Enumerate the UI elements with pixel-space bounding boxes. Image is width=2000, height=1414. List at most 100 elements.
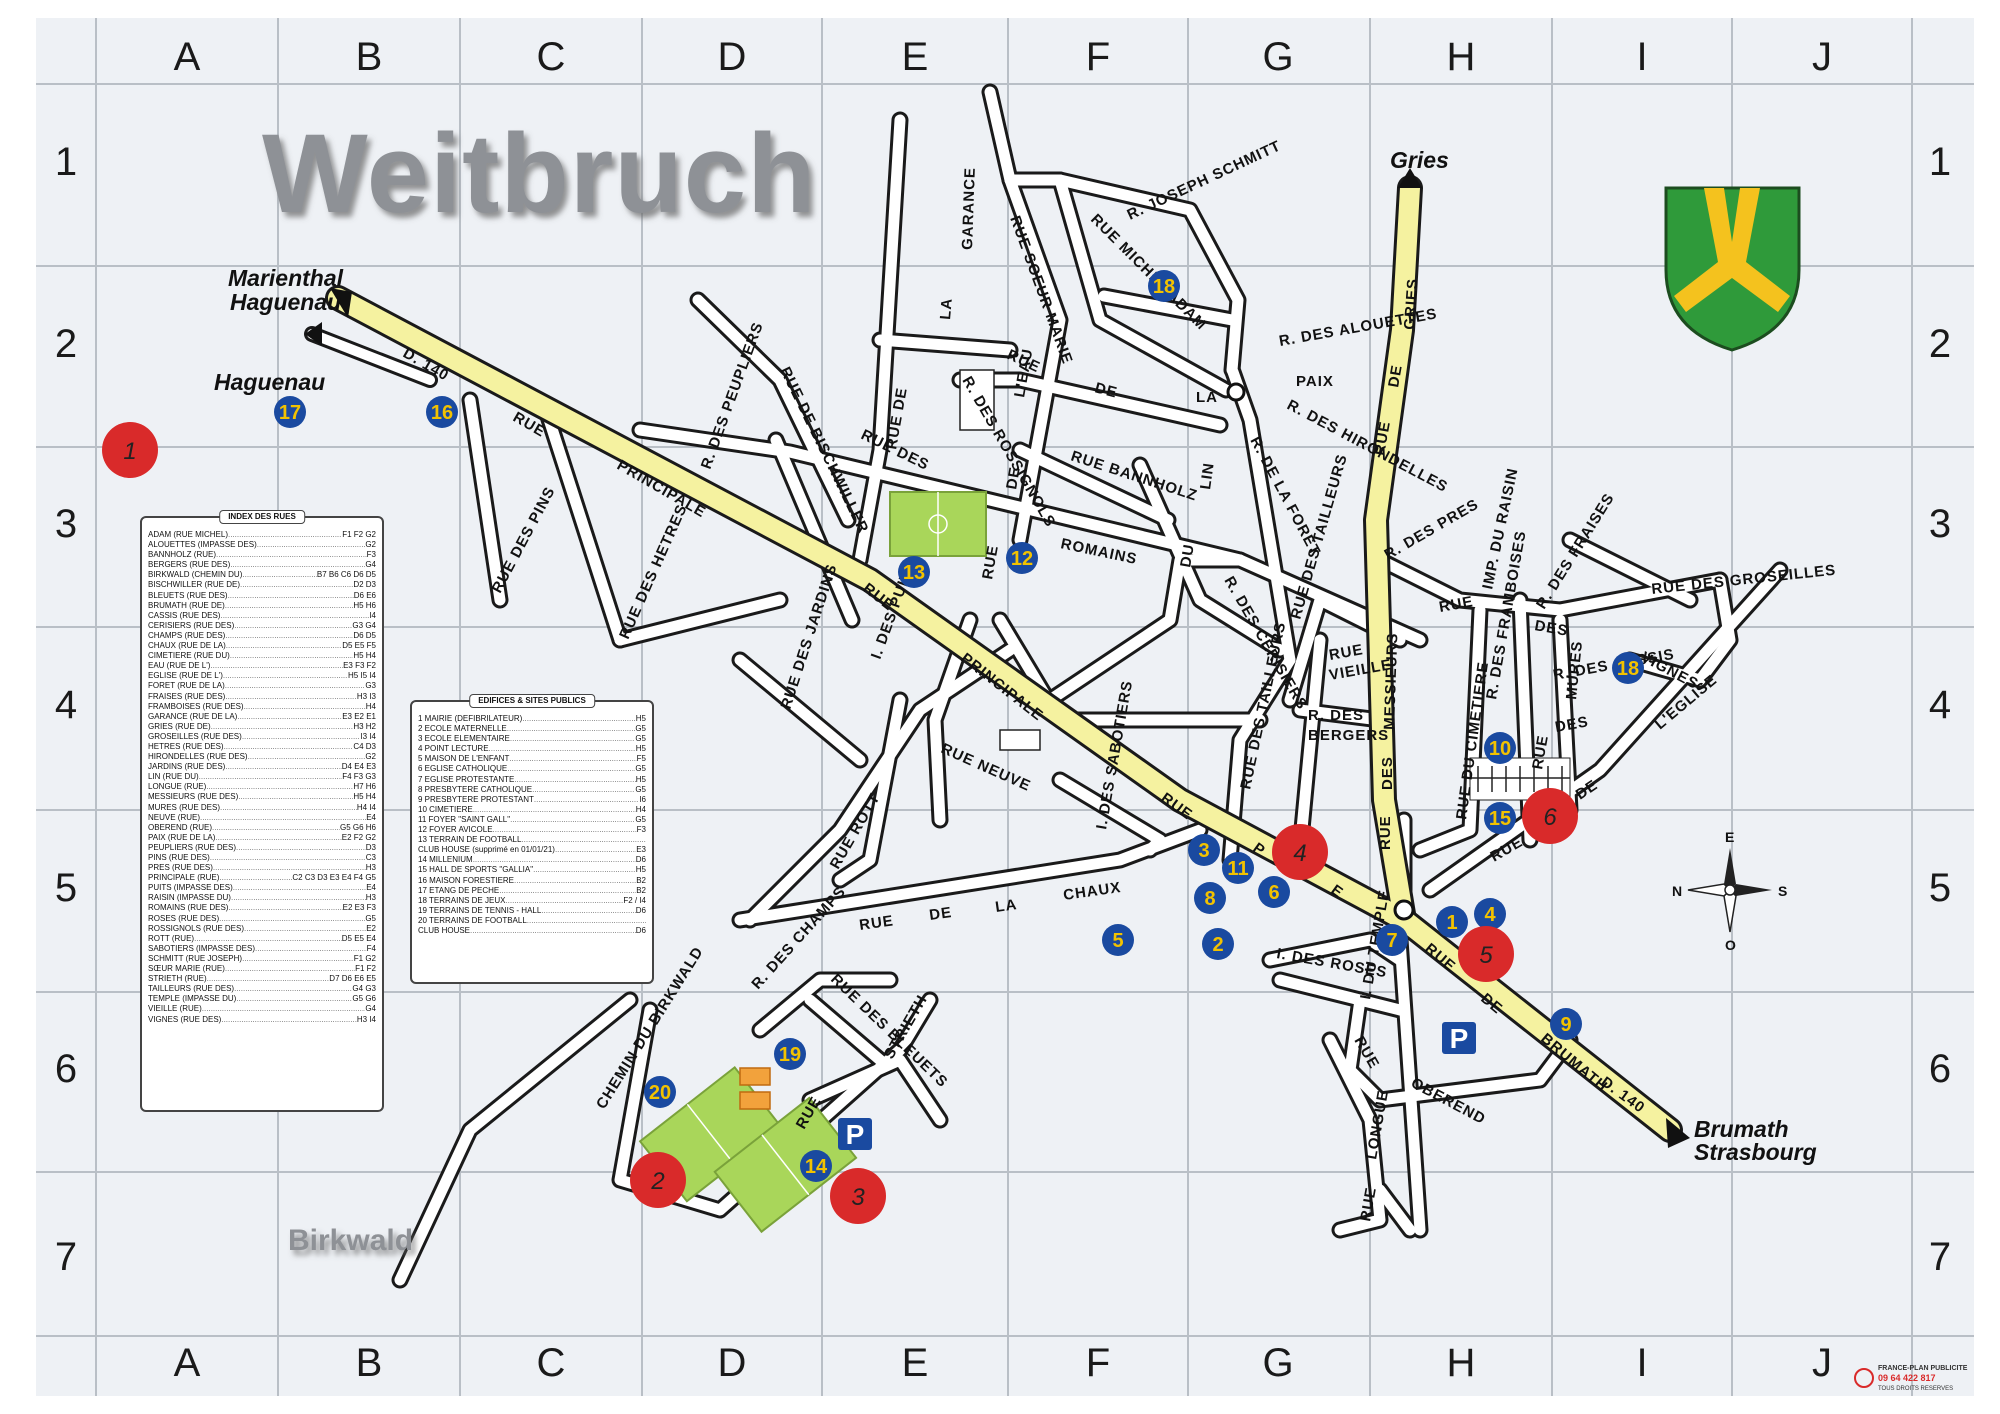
street-label-rue-h4: RUE bbox=[1438, 593, 1475, 616]
index-row-name: PEUPLIERS (RUE DES) bbox=[148, 842, 237, 852]
publisher-logo-icon bbox=[1854, 1368, 1874, 1388]
index-row: 19 TERRAINS DE TENNIS - HALLD6 bbox=[418, 906, 646, 916]
poi-marker-18[interactable]: 18 bbox=[1148, 270, 1180, 302]
poi-marker-number: 16 bbox=[431, 402, 453, 424]
index-row-leader bbox=[473, 855, 636, 865]
building-block bbox=[959, 369, 995, 431]
red-marker-6[interactable]: 6 bbox=[1522, 788, 1578, 844]
index-row: 14 MILLENIUMD6 bbox=[418, 855, 646, 865]
poi-marker-circle bbox=[1376, 924, 1408, 956]
grid-col-label-c-top: C bbox=[537, 35, 566, 79]
index-row-ref: F4 F3 G3 bbox=[342, 772, 376, 782]
index-row-ref: D5 E5 E4 bbox=[341, 933, 376, 943]
index-row: 3 ECOLE ELEMENTAIREG5 bbox=[418, 734, 646, 744]
poi-marker-circle bbox=[426, 396, 458, 428]
poi-marker-circle bbox=[774, 1038, 806, 1070]
poi-marker-20[interactable]: 20 bbox=[644, 1076, 676, 1108]
index-row-ref: H5 bbox=[635, 865, 646, 875]
poi-marker-8[interactable]: 8 bbox=[1194, 882, 1226, 914]
poi-marker-5[interactable]: 5 bbox=[1102, 924, 1134, 956]
index-row-name: BIRKWALD (CHEMIN DU) bbox=[148, 570, 243, 580]
index-row-ref: E3 F3 F2 bbox=[343, 661, 376, 671]
destination-marienthal: Marienthal bbox=[228, 265, 344, 291]
index-row-name: CASSIS (RUE DES) bbox=[148, 610, 221, 620]
index-row-name: 19 TERRAINS DE TENNIS - HALL bbox=[418, 905, 542, 915]
index-row-leader bbox=[507, 724, 636, 734]
index-row: PAIX (RUE DE LA)E2 F2 G2 bbox=[148, 833, 376, 843]
poi-marker-7[interactable]: 7 bbox=[1376, 924, 1408, 956]
poi-marker-19[interactable]: 19 bbox=[774, 1038, 806, 1070]
poi-marker-11[interactable]: 11 bbox=[1222, 852, 1254, 884]
index-row: ROTT (RUE) D5 E5 E4 bbox=[148, 934, 376, 944]
index-row-leader bbox=[532, 785, 635, 795]
index-row: 6 EGLISE CATHOLIQUEG5 bbox=[418, 764, 646, 774]
red-marker-1[interactable]: 1 bbox=[102, 422, 158, 478]
red-marker-2[interactable]: 2 bbox=[630, 1152, 686, 1208]
index-row-name: CHAMPS (RUE DES) bbox=[148, 630, 226, 640]
street-label-mures-rue: RUE bbox=[1529, 734, 1552, 771]
poi-marker-6[interactable]: 6 bbox=[1258, 876, 1290, 908]
index-row-name: CERISIERS (RUE DES) bbox=[148, 620, 235, 630]
grid-col-label-h-bottom: H bbox=[1447, 1341, 1476, 1385]
index-row-leader bbox=[510, 815, 635, 825]
index-row-name: FORET (RUE DE LA) bbox=[148, 681, 225, 691]
poi-marker-4[interactable]: 4 bbox=[1474, 898, 1506, 930]
grid-col-label-d-bottom: D bbox=[718, 1341, 747, 1385]
publisher-rights: TOUS DROITS RESERVES bbox=[1878, 1386, 1953, 1392]
index-row-ref: G5 G6 H6 bbox=[339, 822, 376, 832]
grid-row-label-7-right: 7 bbox=[1929, 1235, 1951, 1279]
poi-marker-17[interactable]: 17 bbox=[274, 396, 306, 428]
red-marker-5[interactable]: 5 bbox=[1458, 926, 1514, 982]
red-marker-3[interactable]: 3 bbox=[830, 1168, 886, 1224]
index-row-name: 1 MAIRIE (DEFIBRILATEUR) bbox=[418, 714, 523, 723]
index-row-leader bbox=[230, 560, 365, 570]
poi-marker-18[interactable]: 18 bbox=[1612, 652, 1644, 684]
poi-marker-circle bbox=[1474, 898, 1506, 930]
poi-marker-13[interactable]: 13 bbox=[898, 556, 930, 588]
poi-marker-12[interactable]: 12 bbox=[1006, 542, 1038, 574]
index-row: ROMAINS (RUE DES)E2 E3 F3 bbox=[148, 903, 376, 913]
poi-marker-number: 9 bbox=[1560, 1014, 1571, 1036]
index-row-leader bbox=[219, 914, 365, 924]
grid-col-label-i-bottom: I bbox=[1636, 1341, 1647, 1385]
index-row-leader bbox=[225, 631, 353, 641]
poi-marker-circle bbox=[1550, 1008, 1582, 1040]
poi-marker-15[interactable]: 15 bbox=[1484, 802, 1516, 834]
street-label-mures-des: DES bbox=[1554, 713, 1590, 736]
index-row: 12 FOYER AVICOLEF3 bbox=[418, 825, 646, 835]
poi-marker-10[interactable]: 10 bbox=[1484, 732, 1516, 764]
index-row-ref: I4 bbox=[369, 610, 376, 620]
poi-marker-16[interactable]: 16 bbox=[426, 396, 458, 428]
grid-row-label-3-left: 3 bbox=[55, 502, 77, 546]
index-row-ref: H5 H6 bbox=[353, 600, 376, 610]
index-row-ref: H5 bbox=[635, 774, 646, 784]
index-row: 7 EGLISE PROTESTANTEH5 bbox=[418, 775, 646, 785]
index-row: VIEILLE (RUE)G4 bbox=[148, 1004, 376, 1014]
index-row-ref: D6 bbox=[635, 855, 646, 865]
building-block bbox=[999, 729, 1041, 751]
poi-marker-1[interactable]: 1 bbox=[1436, 906, 1468, 938]
index-row-leader bbox=[493, 825, 637, 835]
street-label-gries-de: DE bbox=[1385, 363, 1406, 388]
index-row: PRINCIPALE (RUE)C2 C3 D3 E3 E4 F4 G5 bbox=[148, 873, 376, 883]
grid-col-label-c-bottom: C bbox=[537, 1341, 566, 1385]
poi-marker-2[interactable]: 2 bbox=[1202, 928, 1234, 960]
index-row: 9 PRESBYTERE PROTESTANTI6 bbox=[418, 795, 646, 805]
index-row-leader bbox=[228, 530, 342, 540]
poi-marker-9[interactable]: 9 bbox=[1550, 1008, 1582, 1040]
index-row-leader bbox=[234, 984, 352, 994]
index-row-name: ROTT (RUE) bbox=[148, 933, 195, 943]
index-row-name: BLEUETS (RUE DES) bbox=[148, 590, 228, 600]
index-row-ref: G4 bbox=[365, 1004, 376, 1014]
arrow-gries bbox=[1398, 168, 1422, 188]
index-row-leader bbox=[219, 873, 292, 883]
index-row-name: 11 FOYER "SAINT GALL" bbox=[418, 814, 511, 824]
index-row-name: STRIETH (RUE) bbox=[148, 974, 207, 984]
index-row: SABOTIERS (IMPASSE DES)F4 bbox=[148, 944, 376, 954]
index-row: FRAISES (RUE DES)H3 I3 bbox=[148, 692, 376, 702]
index-row: MESSIEURS (RUE DES)H5 H4 bbox=[148, 792, 376, 802]
grid-col-label-b-bottom: B bbox=[356, 1341, 383, 1385]
poi-marker-3[interactable]: 3 bbox=[1188, 834, 1220, 866]
poi-marker-14[interactable]: 14 bbox=[800, 1150, 832, 1182]
red-marker-4[interactable]: 4 bbox=[1272, 824, 1328, 880]
